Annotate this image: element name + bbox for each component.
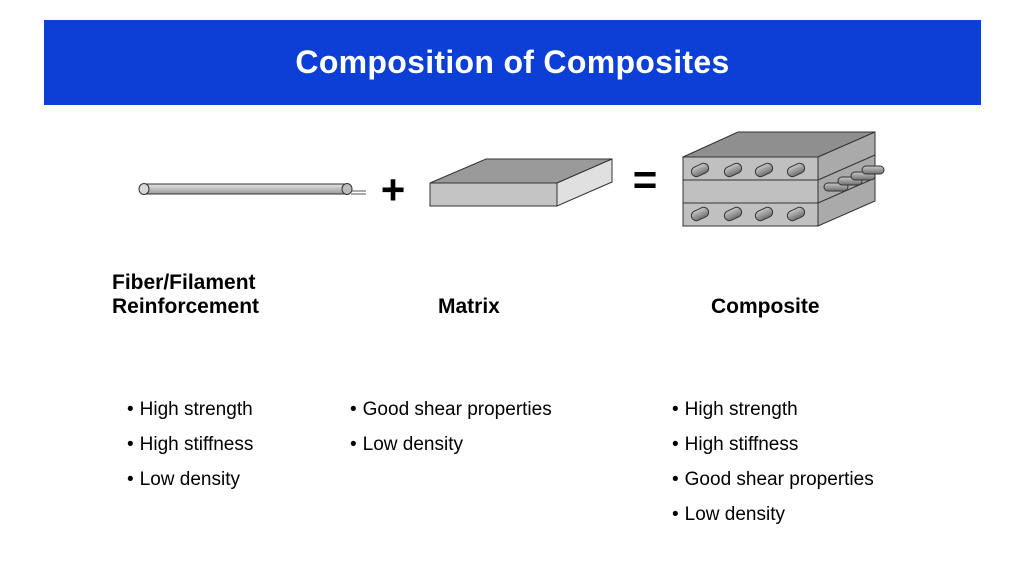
matrix-shape (429, 158, 613, 207)
fiber-ends-side (823, 165, 885, 192)
matrix-properties-list: Good shear properties Low density (350, 398, 552, 468)
fiber-label: Fiber/Filament Reinforcement (112, 271, 259, 319)
list-item: High stiffness (127, 433, 254, 468)
list-item: High strength (672, 398, 874, 433)
fiber-ends-top-row (690, 162, 806, 178)
equals-operator: = (633, 156, 658, 203)
list-item: High stiffness (672, 433, 874, 468)
list-item: Good shear properties (350, 398, 552, 433)
fiber-shape (138, 183, 366, 195)
list-item: High strength (127, 398, 253, 433)
fiber-properties-list: High strength High stiffness Low density (127, 398, 254, 503)
plus-operator: + (381, 166, 406, 213)
list-item: Low density (672, 503, 874, 538)
list-item: Low density (127, 468, 253, 503)
title-bar: Composition of Composites (44, 20, 981, 105)
fiber-ends-bottom-row (690, 206, 806, 222)
fiber-label-line1: Fiber/Filament (112, 271, 256, 294)
list-item: Low density (350, 433, 552, 468)
matrix-label: Matrix (438, 295, 500, 318)
composite-label: Composite (711, 295, 820, 318)
fiber-label-line2: Reinforcement (112, 295, 260, 318)
composite-shape (682, 131, 885, 227)
list-item: Good shear properties (672, 468, 874, 503)
slide-title: Composition of Composites (295, 44, 730, 80)
composite-properties-list: High strength High stiffness Good shear … (672, 398, 874, 538)
